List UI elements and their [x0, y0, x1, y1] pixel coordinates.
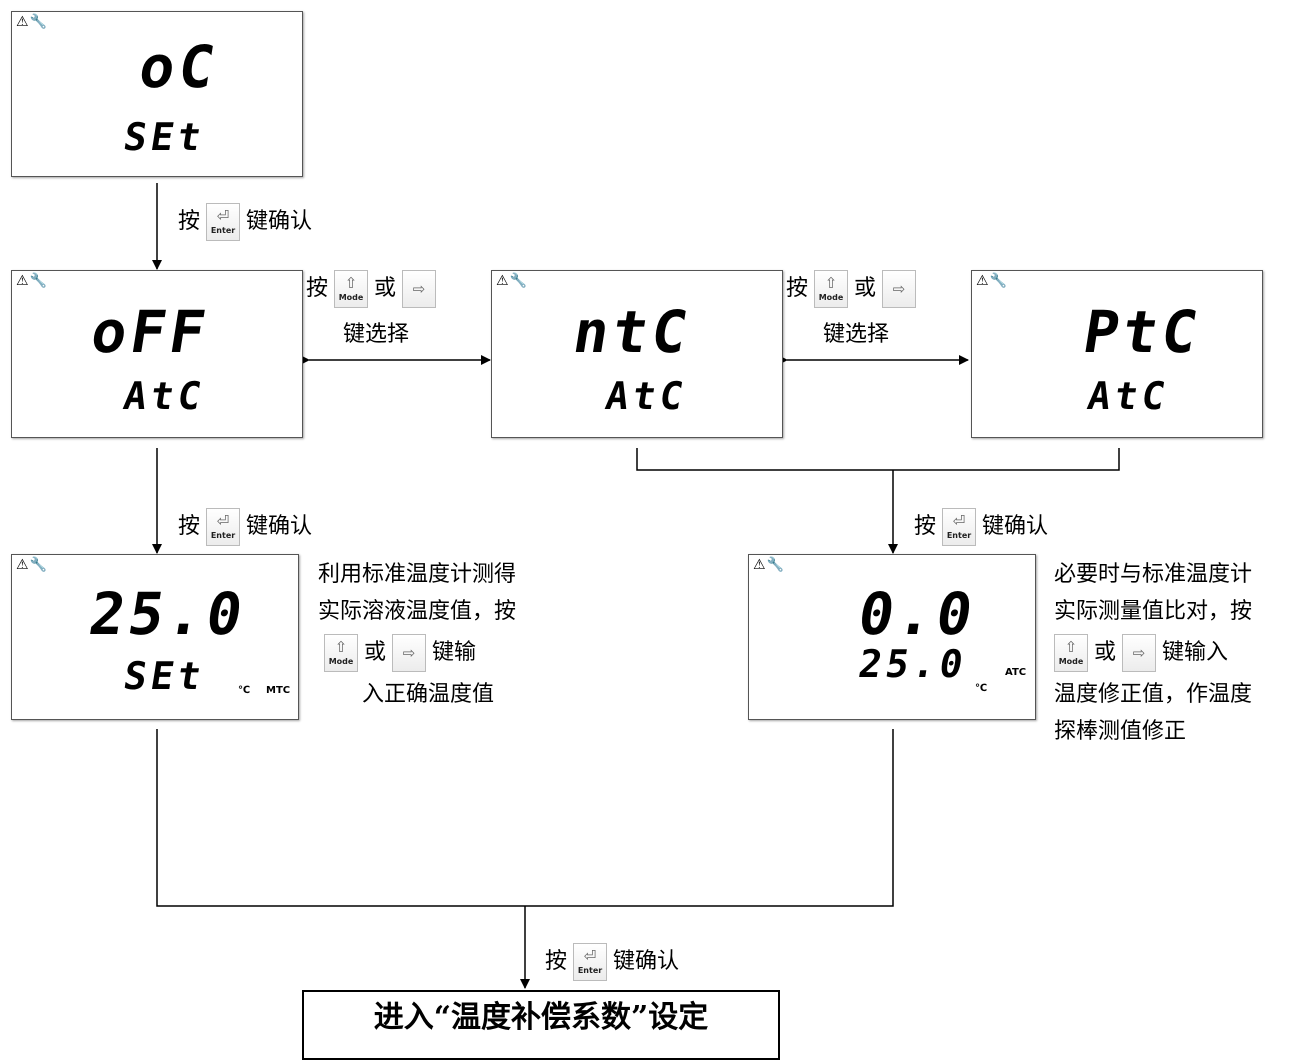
lcd-ptc-atc: ⚠🔧 PtC AtC — [971, 270, 1263, 438]
lcd-main-readout: PtC — [1078, 298, 1207, 366]
mode-key-icon: ⇧Mode — [324, 634, 358, 672]
lcd-manual-temp: ⚠🔧 25.0 SEt ℃ MTC — [11, 554, 299, 720]
lcd-sub-readout: AtC — [120, 374, 209, 418]
lcd-main-readout: 0.0 — [853, 580, 982, 648]
lcd-ntc-atc: ⚠🔧 ntC AtC — [491, 270, 783, 438]
merge-line — [156, 729, 894, 907]
mtc-indicator: MTC — [266, 685, 291, 696]
lcd-sub-readout: AtC — [1084, 374, 1173, 418]
enter-key-icon: ⏎Enter — [573, 943, 608, 981]
lcd-sub-readout: SEt — [120, 115, 209, 159]
select-label-left: 键选择 — [343, 322, 410, 347]
enter-key-icon: ⏎Enter — [942, 508, 977, 546]
lcd-oc-set: ⚠🔧 oC SEt — [11, 11, 303, 177]
lcd-main-readout: oC — [134, 33, 224, 101]
mode-key-icon: ⇧Mode — [1054, 634, 1088, 672]
lcd-auto-temp: ⚠🔧 0.0 25.0 ℃ ATC — [748, 554, 1036, 720]
celsius-unit: ℃ — [238, 685, 251, 696]
lcd-sub-readout: SEt — [120, 654, 209, 698]
warning-wrench-icon: ⚠🔧 — [16, 14, 48, 30]
lcd-sub-readout: AtC — [602, 374, 691, 418]
right-arrow-key-icon: ⇨ — [1122, 634, 1157, 672]
warning-wrench-icon: ⚠🔧 — [753, 557, 785, 573]
right-arrow-key-icon: ⇨ — [402, 270, 437, 308]
bracket-ntc-ptc — [636, 448, 1120, 471]
warning-wrench-icon: ⚠🔧 — [16, 557, 48, 573]
right-arrow-key-icon: ⇨ — [882, 270, 917, 308]
lcd-sub-readout: 25.0 — [855, 642, 971, 686]
enter-key-icon: ⏎Enter — [206, 508, 241, 546]
lcd-off-atc: ⚠🔧 oFF AtC — [11, 270, 303, 438]
celsius-unit: ℃ — [975, 683, 988, 694]
atc-indicator: ATC — [1005, 667, 1027, 678]
warning-wrench-icon: ⚠🔧 — [496, 273, 528, 289]
enter-key-icon: ⏎Enter — [206, 203, 241, 241]
lcd-main-readout: oFF — [86, 298, 215, 366]
mode-key-icon: ⇧Mode — [334, 270, 369, 308]
mode-key-icon: ⇧Mode — [814, 270, 849, 308]
lcd-main-readout: 25.0 — [84, 580, 252, 648]
warning-wrench-icon: ⚠🔧 — [16, 273, 48, 289]
right-arrow-key-icon: ⇨ — [392, 634, 427, 672]
warning-wrench-icon: ⚠🔧 — [976, 273, 1008, 289]
lcd-main-readout: ntC — [568, 298, 697, 366]
select-label-right: 键选择 — [823, 322, 890, 347]
